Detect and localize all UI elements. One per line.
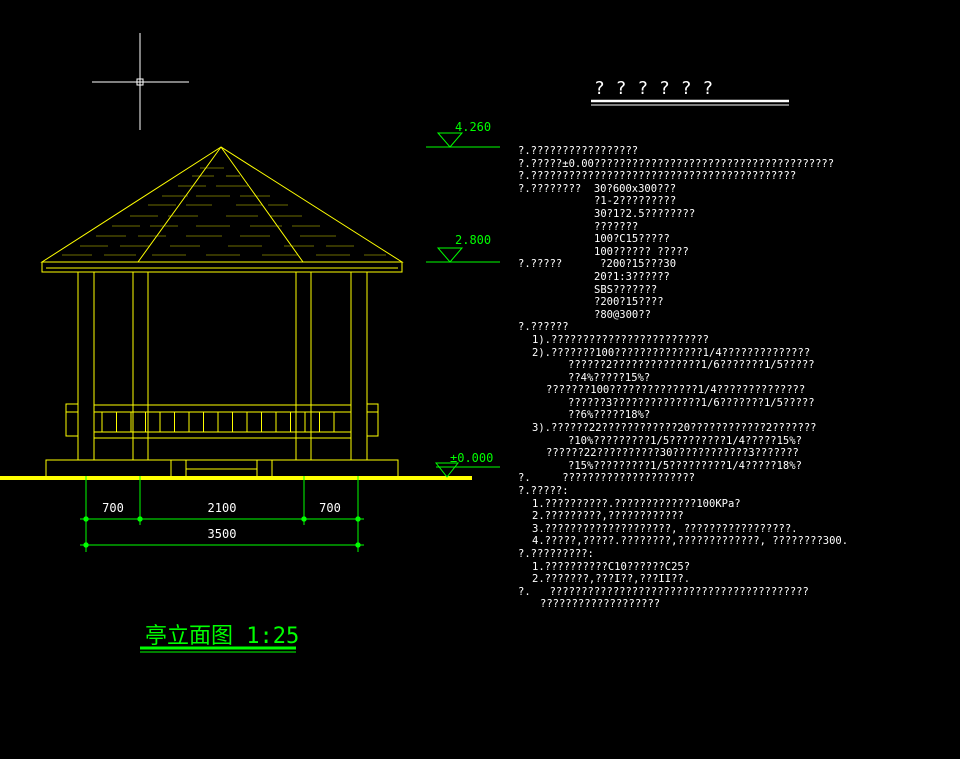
note-line: ??4%?????15%? xyxy=(568,371,651,384)
dimension-segment-right: 700 xyxy=(319,501,341,515)
note-line: 4.?????,?????.????????,?????????????, ??… xyxy=(532,535,849,548)
note-line: ??6%?????18%? xyxy=(568,409,651,422)
note-line: ?.????? ?200?15???30 xyxy=(518,258,677,271)
note-line: ??????????????????? xyxy=(540,598,661,611)
note-line: 100?????? ????? xyxy=(594,245,689,258)
note-line: 3.????????????????????, ????????????????… xyxy=(532,522,798,535)
elevation-label-ground: ±0.000 xyxy=(450,451,493,465)
note-line: ??????22??????????30????????????3??????? xyxy=(546,447,799,460)
entry-step xyxy=(170,459,273,479)
note-line: ??????? xyxy=(594,220,639,233)
roof-tile-hatching xyxy=(62,167,386,256)
dimension-lines xyxy=(80,476,364,552)
note-line: ??????3??????????????1/6???????1/5????? xyxy=(568,396,815,409)
dimension-total: 3500 xyxy=(208,527,237,541)
elevation-marker-middle: 2.800 xyxy=(426,233,500,263)
note-line: 30?1?2.5???????? xyxy=(594,207,696,220)
design-notes: ?.??????????????????.?????±0.00?????????… xyxy=(518,145,958,611)
note-line: 2).???????100??????????????1/4??????????… xyxy=(532,346,811,359)
note-line: ?1-2????????? xyxy=(594,195,677,208)
note-line: ?.??????????????????????????????????????… xyxy=(518,170,797,183)
note-line: 20?1:3?????? xyxy=(594,270,670,283)
bench-railing xyxy=(65,403,379,439)
note-line: 100?C15????? xyxy=(594,233,670,246)
note-line: ?. ?????????????????????????????????????… xyxy=(518,585,809,598)
note-line: ?.?????? xyxy=(518,321,569,334)
note-line: ???????100??????????????1/4?????????????… xyxy=(546,384,806,397)
note-line: 1.??????????C10??????C25? xyxy=(532,560,691,573)
note-line: ?.?????????: xyxy=(518,548,594,560)
note-line: ?10%?????????1/5?????????1/4?????15%? xyxy=(568,434,802,447)
note-line: 2.?????????,???????????? xyxy=(532,510,684,523)
eave-beam xyxy=(41,261,403,273)
note-line: 1).????????????????????????? xyxy=(532,333,710,346)
note-line: ?. ????????????????????? xyxy=(518,472,696,485)
note-line: ?.?????±0.00????????????????????????????… xyxy=(518,157,835,170)
note-line: 1.??????????.?????????????100KPa? xyxy=(532,497,741,510)
elevation-marker-ground: ±0.000 xyxy=(434,451,500,478)
note-line: ?.????????????????? xyxy=(518,145,639,157)
pavilion-elevation xyxy=(40,146,404,479)
note-line: 3).??????22????????????20????????????2??… xyxy=(532,422,817,435)
dimension-segment-left: 700 xyxy=(102,501,124,515)
elevation-marker-top: 4.260 xyxy=(426,120,500,148)
note-line: 2.???????,???I??,???II??. xyxy=(532,573,691,586)
dimension-segment-middle: 2100 xyxy=(208,501,237,515)
note-line: ?.???????? 30?600x300??? xyxy=(518,182,677,195)
pavilion-roof xyxy=(40,146,404,263)
note-line: SBS??????? xyxy=(594,283,658,296)
note-line: ?200?15???? xyxy=(594,296,664,309)
notes-title: ? ? ? ? ? ? xyxy=(594,78,713,99)
crosshair-cursor-icon xyxy=(92,33,189,130)
note-line: ??????2??????????????1/6???????1/5????? xyxy=(568,359,815,372)
elevation-label-top: 4.260 xyxy=(455,120,491,134)
note-line: ?15%?????????1/5?????????1/4?????18%? xyxy=(568,459,802,472)
elevation-label-middle: 2.800 xyxy=(455,233,491,247)
note-line: ?80@300?? xyxy=(594,308,651,321)
drawing-title: 亭立面图 1:25 xyxy=(145,624,299,649)
note-line: ?.?????: xyxy=(518,485,569,498)
